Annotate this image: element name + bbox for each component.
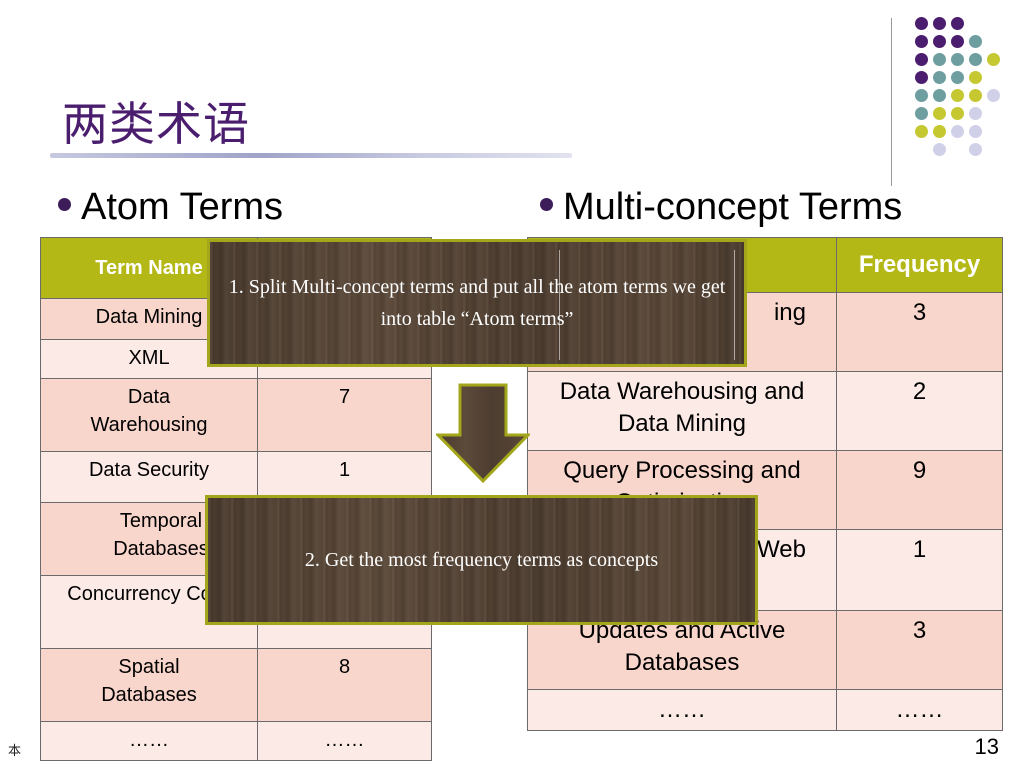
page-number: 13 <box>974 734 999 759</box>
bullet-icon <box>58 198 71 212</box>
split-terms-callout-text: 1. Split Multi-concept terms and put all… <box>228 276 726 330</box>
column-header: Frequency <box>836 237 1003 293</box>
table-row: ………… <box>40 721 432 761</box>
divider-line <box>891 18 892 186</box>
footer-text: 本 <box>8 744 22 759</box>
dot <box>951 107 964 120</box>
table-cell: Data Security <box>40 451 258 503</box>
table-cell: Data Warehousing and Data Mining <box>527 371 837 451</box>
dot <box>951 35 964 48</box>
dot <box>951 89 964 102</box>
dot <box>951 53 964 66</box>
table-cell: 3 <box>836 292 1003 372</box>
dot <box>915 107 928 120</box>
atom-terms-heading-text: Atom Terms <box>81 186 284 228</box>
dot <box>987 53 1000 66</box>
down-arrow-icon <box>436 383 530 483</box>
table-cell: 1 <box>836 529 1003 611</box>
dot <box>933 89 946 102</box>
decorative-dot-grid <box>905 12 1015 172</box>
table-cell: …… <box>257 721 432 761</box>
dot <box>933 35 946 48</box>
multi-concept-heading-text: Multi-concept Terms <box>563 186 903 228</box>
dot <box>933 125 946 138</box>
dot <box>933 53 946 66</box>
dot <box>933 143 946 156</box>
bullet-icon <box>540 198 553 212</box>
table-cell: …… <box>836 689 1003 731</box>
dot <box>969 89 982 102</box>
dot <box>933 17 946 30</box>
wood-seam <box>559 250 560 360</box>
dot <box>969 107 982 120</box>
table-cell: 8 <box>257 648 432 722</box>
table-cell: …… <box>40 721 258 761</box>
table-cell: …… <box>527 689 837 731</box>
table-cell: Spatial Databases <box>40 648 258 722</box>
dot <box>915 53 928 66</box>
dot <box>969 125 982 138</box>
title-underline <box>50 153 572 158</box>
frequency-terms-callout-text: 2. Get the most frequency terms as conce… <box>304 548 659 571</box>
multi-concept-heading: Multi-concept Terms <box>540 186 902 229</box>
table-cell: 7 <box>257 378 432 452</box>
dot <box>933 107 946 120</box>
table-cell: Data Warehousing <box>40 378 258 452</box>
table-row: ………… <box>527 689 1003 731</box>
frequency-terms-callout: 2. Get the most frequency terms as conce… <box>205 495 758 625</box>
dot <box>951 17 964 30</box>
dot <box>915 17 928 30</box>
dot <box>915 35 928 48</box>
split-terms-callout: 1. Split Multi-concept terms and put all… <box>207 239 747 367</box>
slide-title: 两类术语 <box>62 97 250 151</box>
dot <box>915 71 928 84</box>
wood-seam <box>734 250 735 360</box>
dot <box>969 53 982 66</box>
dot <box>915 125 928 138</box>
dot <box>951 125 964 138</box>
atom-terms-heading: Atom Terms <box>58 186 283 229</box>
dot <box>969 143 982 156</box>
dot <box>933 71 946 84</box>
table-cell: 2 <box>836 371 1003 451</box>
dot <box>987 89 1000 102</box>
table-cell: 9 <box>836 450 1003 530</box>
dot <box>969 71 982 84</box>
table-cell: 1 <box>257 451 432 503</box>
dot <box>969 35 982 48</box>
dot <box>915 89 928 102</box>
dot <box>951 71 964 84</box>
table-cell: 3 <box>836 610 1003 690</box>
